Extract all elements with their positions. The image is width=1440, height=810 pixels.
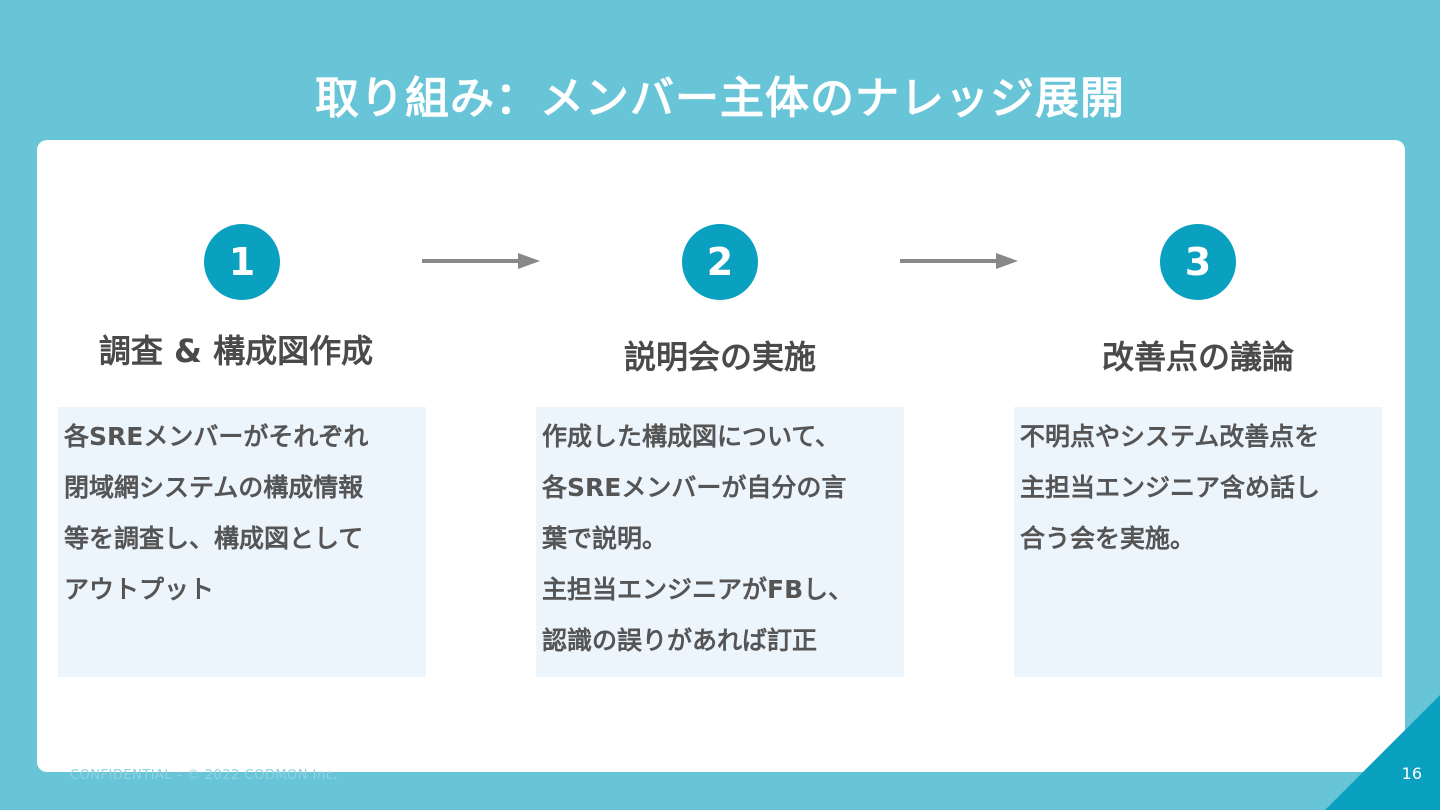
step-2-title: 説明会の実施 (623, 338, 816, 376)
content-card: 1 調査 & 構成図作成 各SREメンバーがそれぞれ 閉域網システムの構成情報 … (37, 140, 1405, 772)
step-3-line: 不明点やシステム改善点を (1020, 422, 1320, 451)
step-2-description-box: 作成した構成図について、 各SREメンバーが自分の言 葉で説明。 主担当エンジニ… (536, 407, 904, 677)
step-3-number-badge: 3 (1160, 224, 1236, 300)
step-1-line: 各SREメンバーがそれぞれ (64, 422, 369, 451)
step-1-line: 閉域網システムの構成情報 (64, 473, 364, 502)
arrow-right-icon (900, 253, 1018, 269)
step-1-title: 調査 & 構成図作成 (98, 332, 374, 370)
corner-triangle-decoration (1325, 695, 1440, 810)
step-2-line: 葉で説明。 (542, 524, 668, 553)
step-2-line: 主担当エンジニアがFBし、 (542, 575, 854, 604)
step-2-line: 認識の誤りがあれば訂正 (542, 626, 818, 655)
step-1-description-box: 各SREメンバーがそれぞれ 閉域網システムの構成情報 等を調査し、構成図として … (58, 407, 426, 677)
page-number: 16 (1401, 764, 1422, 783)
step-3-line: 主担当エンジニア含め話し (1020, 473, 1321, 502)
step-2-number-badge: 2 (682, 224, 758, 300)
step-3-line: 合う会を実施。 (1020, 524, 1196, 553)
step-2-line: 各SREメンバーが自分の言 (542, 473, 847, 502)
step-1-line: 等を調査し、構成図として (64, 524, 364, 553)
step-2-line: 作成した構成図について、 (542, 422, 841, 451)
arrow-right-icon (422, 253, 540, 269)
slide-title: 取り組み：メンバー主体のナレッジ展開 (315, 73, 1125, 124)
step-1-number-badge: 1 (204, 224, 280, 300)
confidential-footer: CONFIDENTIAL - © 2022 CODMON Inc. (70, 768, 338, 783)
step-1-line: アウトプット (64, 575, 215, 604)
step-3-description-box: 不明点やシステム改善点を 主担当エンジニア含め話し 合う会を実施。 (1014, 407, 1382, 677)
step-3-title: 改善点の議論 (1101, 338, 1294, 376)
